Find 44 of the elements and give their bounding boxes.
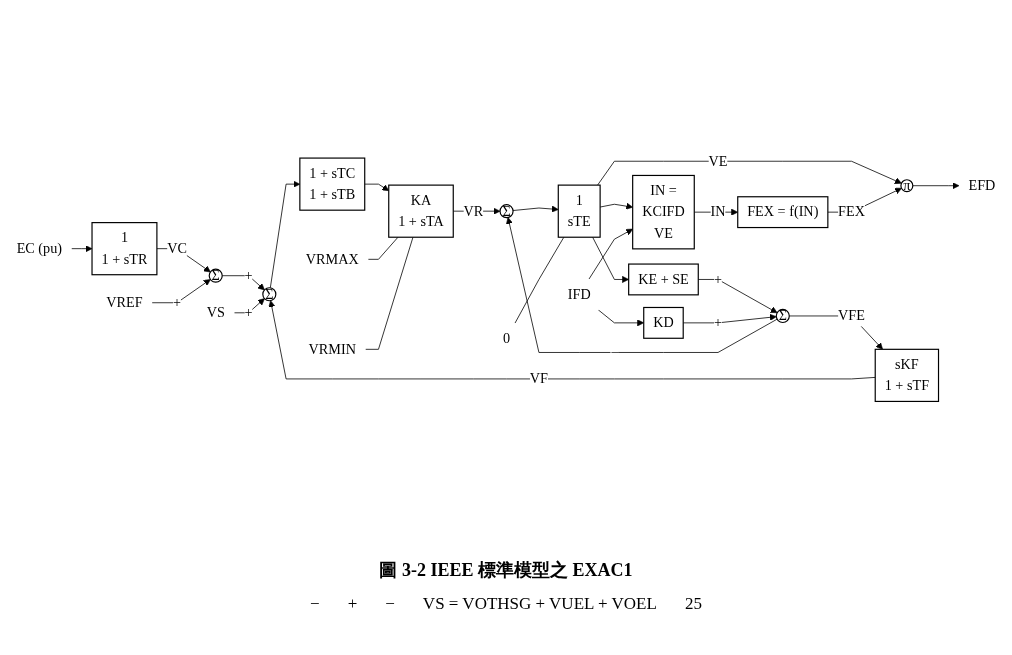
edge-label: VF bbox=[529, 370, 549, 387]
edge-label: + bbox=[713, 271, 723, 287]
node-circle: π bbox=[900, 179, 914, 193]
figure-caption: 圖 3-2 IEEE 標準模型之 EXAC1 bbox=[379, 560, 633, 580]
note-text: − bbox=[310, 594, 320, 614]
node-text: 0 bbox=[503, 330, 511, 347]
connector bbox=[367, 236, 399, 260]
node-circle: Σ bbox=[262, 287, 277, 302]
edge-label: VC bbox=[167, 240, 187, 257]
edge-label: + bbox=[244, 304, 253, 321]
node-text: VRMAX bbox=[305, 251, 359, 267]
node-box: KA 1 + sTA bbox=[388, 184, 454, 238]
note-text: + bbox=[347, 594, 358, 614]
node-circle: Σ bbox=[208, 268, 223, 283]
node-text: IFD bbox=[567, 286, 591, 302]
edge-label: − bbox=[610, 344, 619, 360]
edge-label: + bbox=[244, 267, 253, 284]
edge-label: VE bbox=[708, 152, 728, 169]
node-text: EFD bbox=[968, 177, 996, 194]
note-text: 25 bbox=[684, 594, 702, 614]
note-text: VS = VOTHSG + VUEL + VOEL bbox=[422, 594, 657, 614]
node-circle: Σ bbox=[775, 308, 790, 324]
node-box: KD bbox=[643, 306, 684, 339]
node-box: 1 + sTC 1 + sTB bbox=[299, 157, 366, 211]
node-box: sKF 1 + sTF bbox=[874, 348, 940, 402]
node-box: KE + SE bbox=[628, 263, 699, 296]
node-text: VRMIN bbox=[308, 341, 356, 357]
edge-label: + bbox=[713, 314, 723, 331]
note-text: − bbox=[385, 594, 395, 614]
edge-label: VR bbox=[463, 202, 484, 219]
node-circle: Σ bbox=[499, 204, 514, 219]
node-box: FEX = f(IN) bbox=[737, 196, 829, 229]
node-text: VREF bbox=[106, 294, 143, 311]
connector bbox=[514, 236, 565, 324]
edge-label: + bbox=[173, 294, 182, 311]
node-text: EC (pu) bbox=[16, 240, 63, 257]
node-box: IN = KCIFD VE bbox=[632, 174, 695, 250]
node-text: VS bbox=[206, 304, 225, 321]
connector bbox=[365, 236, 414, 350]
edge-label: VFE bbox=[838, 307, 865, 324]
node-box: 1 1 + sTR bbox=[91, 222, 158, 276]
edge-label: FEX bbox=[838, 203, 865, 220]
edge-label: IN bbox=[710, 203, 726, 220]
node-box: 1 sTE bbox=[557, 184, 601, 238]
